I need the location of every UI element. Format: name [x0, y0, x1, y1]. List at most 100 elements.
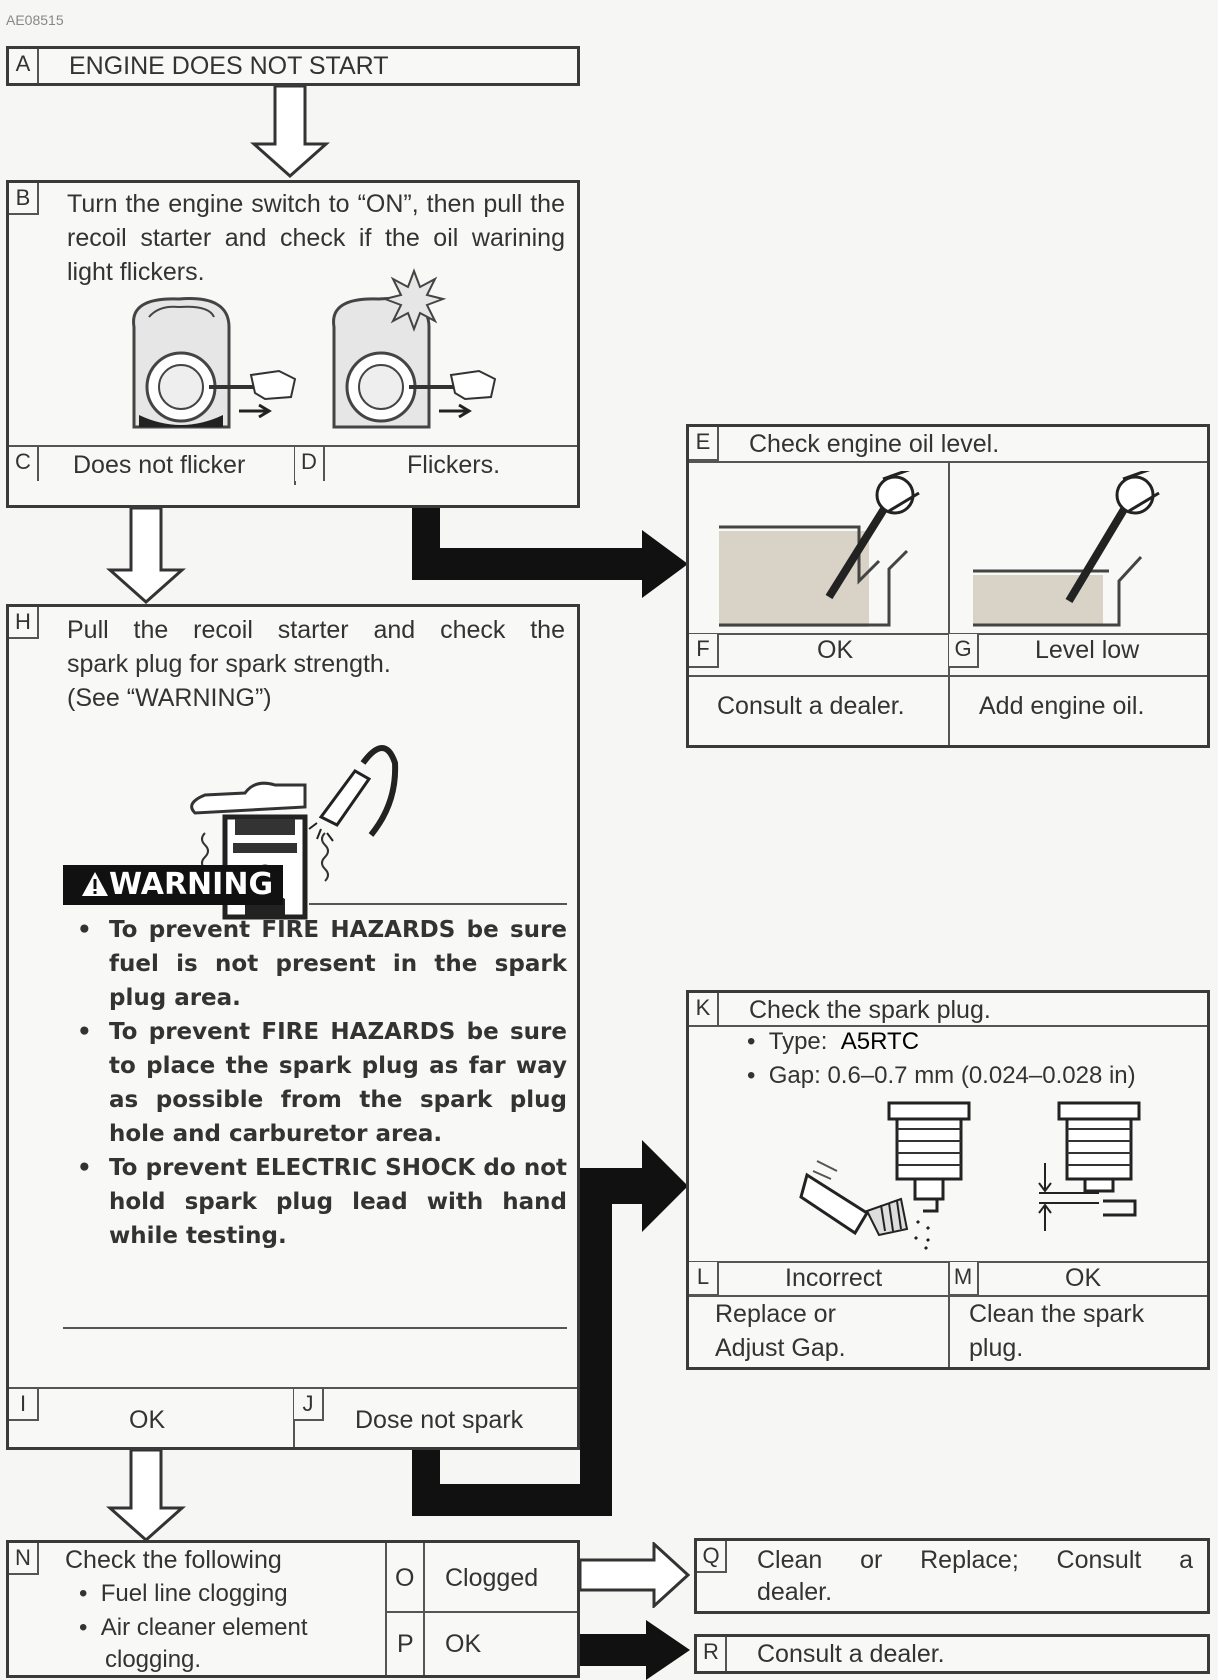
- letter-d: D: [295, 447, 325, 481]
- box-h-line2: spark plug for spark strength.: [67, 650, 391, 678]
- solid-arrow-d-e: [412, 508, 688, 598]
- letter-c: C: [9, 447, 39, 481]
- box-b-text: Turn the engine switch to “ON”, then pul…: [67, 190, 565, 286]
- spark-plug-type: • Type: A5RTC: [747, 1025, 919, 1059]
- warning-list: To prevent FIRE HAZARDS be sure fuel is …: [63, 913, 567, 1253]
- letter-q: Q: [697, 1541, 727, 1573]
- box-f-action: Consult a dealer.: [717, 692, 905, 720]
- box-nop: N Check the following • Fuel line cloggi…: [6, 1540, 580, 1678]
- oil-level-low-illustration: [973, 471, 1160, 627]
- box-i-text: OK: [129, 1406, 166, 1434]
- divider-fg: [948, 461, 950, 745]
- type-value: A5RTC: [840, 1028, 920, 1055]
- spark-plug-gap-illustration: [1038, 1101, 1141, 1231]
- warning-item-1: To prevent FIRE HAZARDS be sure fuel is …: [63, 913, 567, 1015]
- letter-k: K: [689, 993, 719, 1027]
- divider-o-p: [385, 1611, 577, 1613]
- box-r: R Consult a dealer.: [694, 1634, 1210, 1674]
- warning-item-2: To prevent FIRE HAZARDS be sure to place…: [63, 1015, 567, 1151]
- box-o-text: Clogged: [445, 1564, 539, 1592]
- n-item-1-text: Fuel line clogging: [100, 1580, 288, 1607]
- warning-rule-bottom: [63, 1327, 567, 1329]
- letter-l: L: [689, 1262, 719, 1296]
- document-code: AE08515: [6, 12, 64, 28]
- bullet-type: •: [747, 1028, 769, 1055]
- box-d-text: Flickers.: [407, 451, 501, 479]
- box-m-text: OK: [1065, 1264, 1102, 1292]
- bullet-n-2: •: [79, 1614, 101, 1641]
- box-e-text: Check engine oil level.: [749, 430, 1000, 458]
- warning-label: WARNING: [63, 865, 283, 905]
- divider-lm: [948, 1261, 950, 1367]
- warning-triangle-icon: [82, 872, 108, 896]
- box-k: K Check the spark plug. • Type: A5RTC • …: [686, 990, 1210, 1370]
- divider-e-mid: [689, 633, 1207, 635]
- divider-k-low: [689, 1295, 1207, 1297]
- solid-arrow-p-r: [580, 1620, 690, 1680]
- box-g-text: Level low: [1035, 636, 1140, 664]
- divider-op-letter: [423, 1543, 425, 1675]
- box-n-text: Check the following: [65, 1546, 282, 1574]
- oil-level-ok-illustration: [719, 471, 920, 627]
- letter-r: R: [697, 1637, 727, 1671]
- solid-arrow-j-k: [412, 1140, 688, 1516]
- box-l-action-1: Replace or: [715, 1300, 836, 1328]
- box-a: A ENGINE DOES NOT START: [6, 46, 580, 86]
- box-h: H Pull the recoil starter and check the …: [6, 604, 580, 1450]
- divider-k-top: [689, 1025, 1207, 1027]
- spark-plug-gap: • Gap: 0.6–0.7 mm (0.024–0.028 in): [747, 1059, 1136, 1093]
- letter-o: O: [395, 1564, 415, 1592]
- letter-f: F: [689, 634, 719, 668]
- divider-b: [9, 445, 577, 447]
- letter-e: E: [689, 427, 719, 461]
- warning-item-3: To prevent ELECTRIC SHOCK do not hold sp…: [63, 1151, 567, 1253]
- box-l-text: Incorrect: [785, 1264, 883, 1292]
- hollow-arrow-c-h: [106, 508, 186, 604]
- box-e: E Check engine oil level. F OK G Level l…: [686, 424, 1210, 748]
- bullet-gap: •: [747, 1062, 769, 1089]
- warning-text: WARNING: [109, 867, 274, 902]
- hollow-arrow-i-n: [106, 1450, 186, 1542]
- letter-i: I: [9, 1389, 39, 1421]
- letter-n: N: [9, 1543, 39, 1575]
- letter-p: P: [397, 1630, 414, 1658]
- letter-h: H: [9, 607, 39, 639]
- box-c-text: Does not flicker: [73, 451, 246, 479]
- generator-no-flicker-illustration: [132, 297, 297, 429]
- bullet-n-1: •: [79, 1580, 101, 1607]
- box-p-text: OK: [445, 1630, 482, 1658]
- box-r-text: Consult a dealer.: [757, 1640, 945, 1668]
- letter-b: B: [9, 183, 39, 215]
- box-g-action: Add engine oil.: [979, 692, 1145, 720]
- box-n-item-1: • Fuel line clogging: [79, 1577, 288, 1611]
- letter-a: A: [9, 49, 39, 83]
- box-m-action-2: plug.: [969, 1334, 1024, 1362]
- box-b: B Turn the engine switch to “ON”, then p…: [6, 180, 580, 508]
- box-k-text: Check the spark plug.: [749, 996, 991, 1024]
- letter-m: M: [949, 1262, 979, 1296]
- box-f-text: OK: [817, 636, 854, 664]
- box-h-line1: Pull the recoil starter and check the: [67, 616, 565, 644]
- warning-rule-top: [309, 903, 567, 905]
- hollow-arrow-o-q: [580, 1542, 691, 1608]
- box-h-line3: (See “WARNING”): [67, 684, 272, 712]
- box-a-text: ENGINE DOES NOT START: [69, 52, 389, 80]
- divider-n-op: [385, 1543, 387, 1675]
- box-q-line2: dealer.: [757, 1578, 833, 1606]
- n-item-2-text: Air cleaner element: [100, 1614, 308, 1641]
- box-n-item-2: • Air cleaner element: [79, 1611, 308, 1645]
- letter-g: G: [949, 634, 979, 668]
- box-j-text: Dose not spark: [355, 1406, 524, 1434]
- gap-text: Gap: 0.6–0.7 mm (0.024–0.028 in): [768, 1062, 1136, 1089]
- box-m-action-1: Clean the spark: [969, 1300, 1145, 1328]
- box-q: Q Clean or Replace; Consult a dealer.: [694, 1538, 1210, 1614]
- box-n-item-2-cont: clogging.: [105, 1646, 202, 1673]
- generator-flicker-illustration: [332, 268, 497, 429]
- divider-e-low: [689, 675, 1207, 677]
- letter-j: J: [294, 1389, 324, 1421]
- box-q-line1: Clean or Replace; Consult a: [757, 1546, 1193, 1574]
- hollow-arrow-a-b: [250, 86, 330, 178]
- spark-plug-cleaning-illustration: [799, 1101, 971, 1251]
- box-l-action-2: Adjust Gap.: [715, 1334, 846, 1362]
- type-label: Type:: [768, 1028, 828, 1055]
